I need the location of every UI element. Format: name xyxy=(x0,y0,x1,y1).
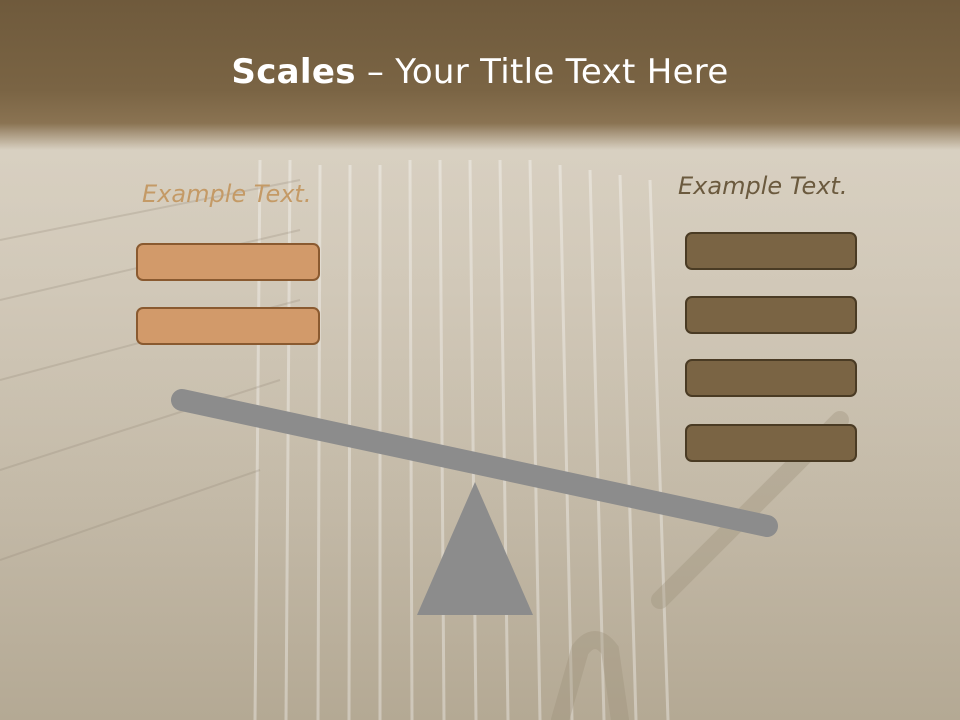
right-box-2 xyxy=(685,296,857,334)
right-example-label: Example Text. xyxy=(678,172,848,200)
title-bar: Scales – Your Title Text Here xyxy=(0,0,960,150)
left-example-label: Example Text. xyxy=(142,180,312,208)
left-box-2 xyxy=(136,307,320,345)
scale-beam xyxy=(171,389,778,537)
left-box-1 xyxy=(136,243,320,281)
slide-title: Scales – Your Title Text Here xyxy=(0,52,960,92)
scale-fulcrum xyxy=(417,482,533,615)
right-box-3 xyxy=(685,359,857,397)
right-box-4 xyxy=(685,424,857,462)
title-bold: Scales xyxy=(231,52,356,92)
right-box-1 xyxy=(685,232,857,270)
title-rest: – Your Title Text Here xyxy=(355,52,729,92)
